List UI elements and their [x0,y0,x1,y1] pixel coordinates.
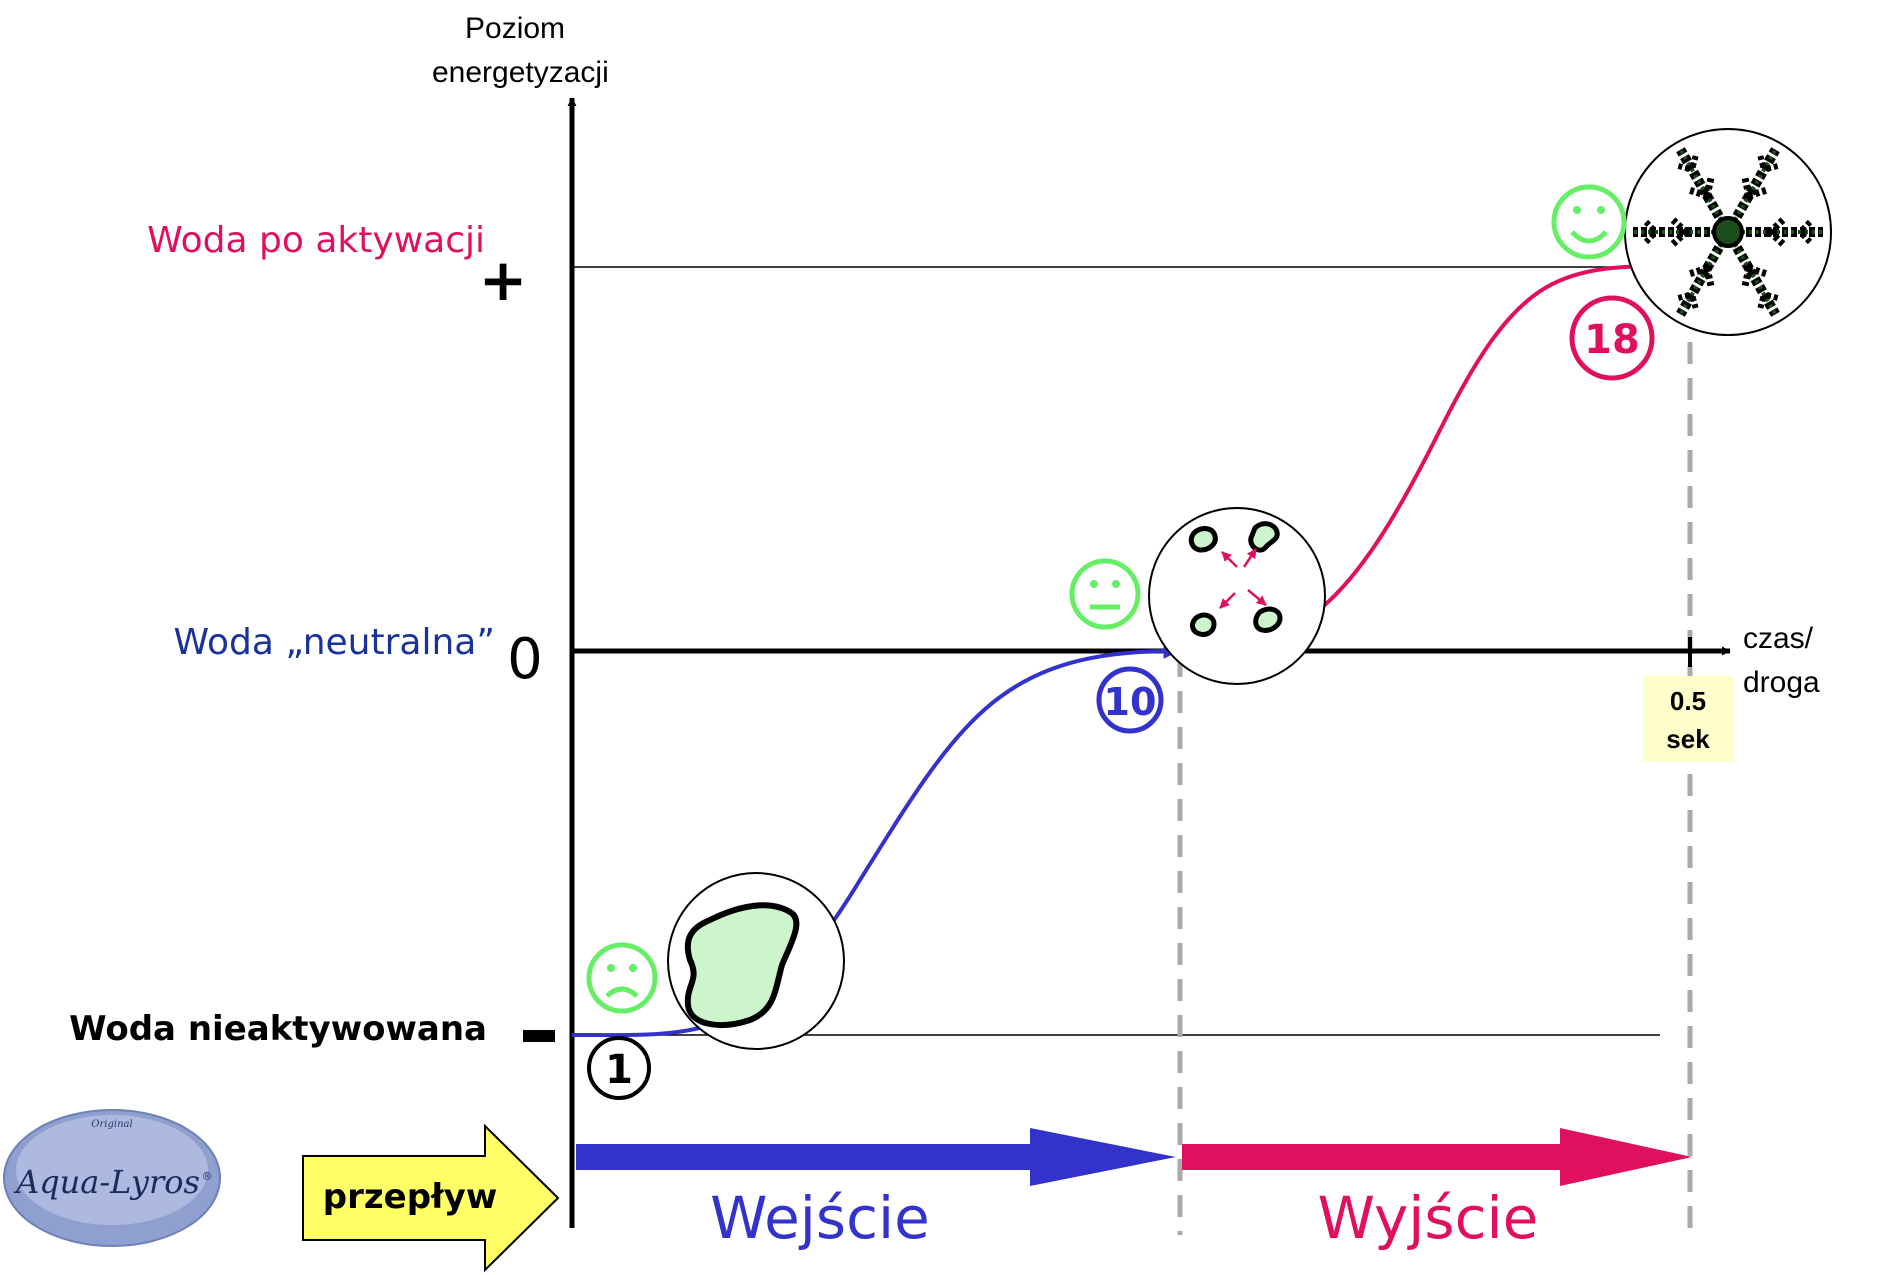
water-cluster-large-icon [667,872,845,1050]
plus-mark: + [479,246,528,314]
step-10-label: 10 [1104,680,1157,724]
input-phase-arrow [576,1128,1176,1186]
minus-mark [523,1030,555,1042]
step-18-label: 18 [1584,317,1640,363]
happy-face-icon [1551,184,1627,260]
time-badge-unit: sek [1666,724,1710,754]
sad-face-icon [586,942,658,1014]
step-1-label: 1 [605,1047,633,1093]
step-1-marker [587,1036,651,1100]
y-axis-title: Poziom energetyzacji [432,12,609,89]
neutral-level-label: Woda „neutralna” [173,622,495,663]
output-phase-label: Wyjście [1318,1184,1539,1252]
time-badge-box [1643,676,1733,762]
snowflake-crystal-icon [1624,128,1832,336]
water-cluster-split-icon [1148,507,1326,685]
x-axis-title-line1: czas/ [1743,622,1814,655]
flow-label: przepływ [323,1177,497,1217]
neutral-face-icon [1069,558,1141,630]
logo-registered: ® [202,1170,213,1183]
y-axis-title-line1: Poziom [465,12,565,45]
flow-arrow [302,1123,560,1273]
step-18-marker [1569,295,1655,381]
inactive-level-label: Woda nieaktywowana [69,1009,487,1049]
input-phase-label: Wejście [710,1184,930,1252]
activated-level-label: Woda po aktywacji [147,220,485,261]
output-phase-arrow [1182,1128,1692,1186]
input-curve [571,642,1180,1038]
y-axis-title-line2: energetyzacji [432,56,609,89]
x-axis-title-line2: droga [1743,666,1820,699]
logo-brand: Aqua-Lyros [13,1163,200,1201]
aqua-lyros-logo: Original Aqua-Lyros ® [3,1109,221,1247]
zero-mark: 0 [507,627,543,692]
x-axis-title: czas/ droga [1743,622,1821,699]
time-badge-value: 0.5 [1670,686,1706,716]
logo-top-text: Original [91,1119,132,1130]
step-10-marker [1096,666,1164,734]
